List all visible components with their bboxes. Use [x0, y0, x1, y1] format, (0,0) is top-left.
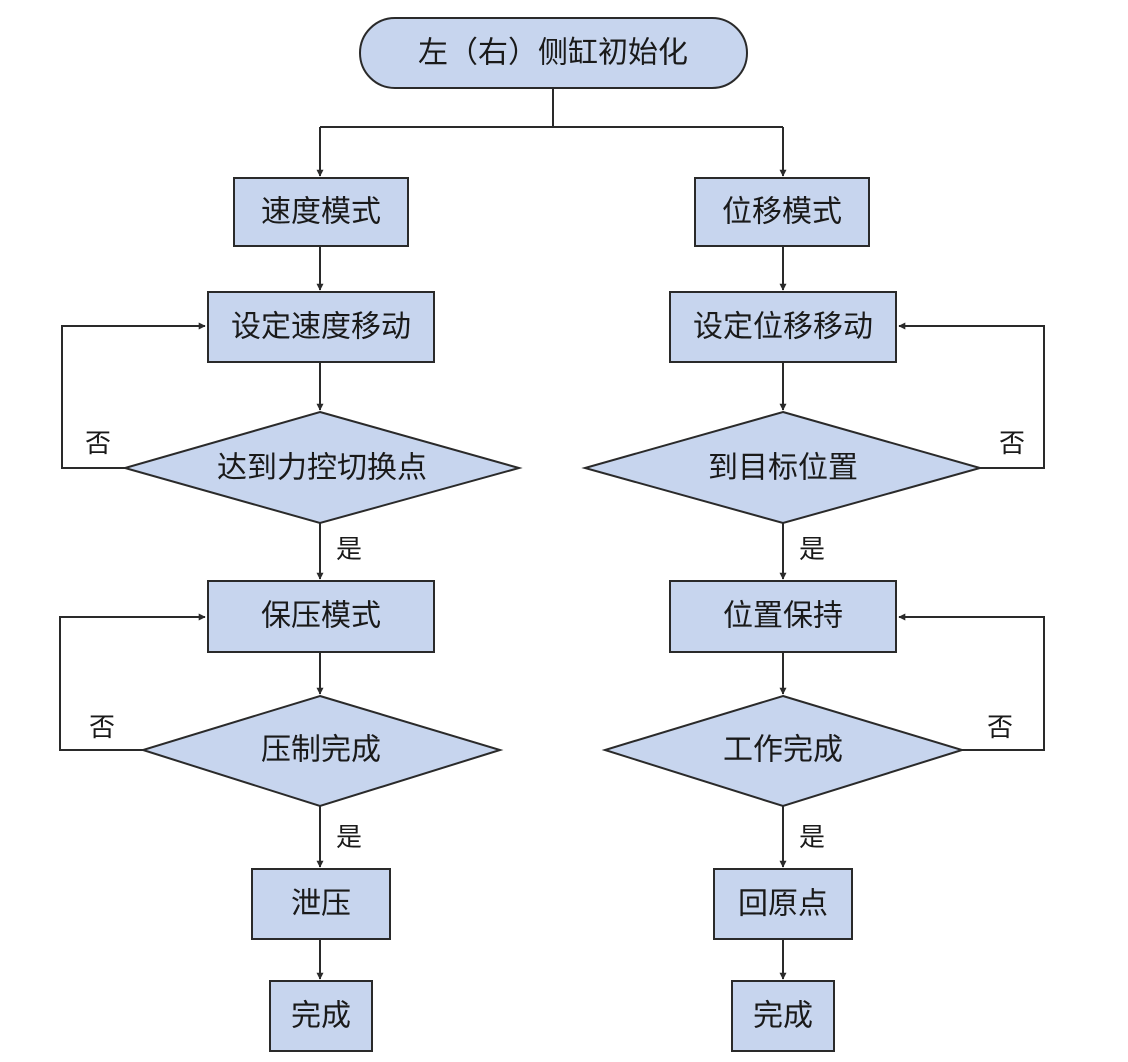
node-done-right: 完成 [731, 980, 835, 1052]
node-displacement-mode-label: 位移模式 [722, 195, 842, 230]
branch-label-no: 否 [999, 429, 1025, 459]
branch-label-no: 否 [987, 713, 1013, 743]
node-position-hold-label: 位置保持 [723, 599, 843, 634]
node-speed-mode: 速度模式 [233, 177, 409, 247]
edge-switch-no-loop [61, 322, 206, 469]
node-press-complete-label: 压制完成 [261, 733, 381, 768]
node-release-pressure: 泄压 [251, 868, 391, 940]
node-return-origin-label: 回原点 [738, 887, 828, 922]
node-position-hold: 位置保持 [669, 580, 897, 653]
node-start-label: 左（右）侧缸初始化 [418, 36, 688, 71]
node-set-displacement-move: 设定位移移动 [669, 291, 897, 363]
node-release-pressure-label: 泄压 [291, 887, 351, 922]
node-done-right-label: 完成 [753, 999, 813, 1034]
node-press-complete: 压制完成 [139, 694, 504, 808]
edge-target-no-loop [898, 322, 1045, 469]
branch-label-yes: 是 [336, 823, 362, 853]
node-start: 左（右）侧缸初始化 [359, 17, 748, 89]
branch-label-yes: 是 [336, 535, 362, 565]
node-done-left-label: 完成 [291, 999, 351, 1034]
node-reach-force-switch-label: 达到力控切换点 [217, 451, 427, 486]
node-work-complete: 工作完成 [601, 694, 966, 808]
node-work-complete-label: 工作完成 [723, 733, 843, 768]
edge-start-split [320, 88, 783, 128]
node-displacement-mode: 位移模式 [694, 177, 870, 247]
branch-label-no: 否 [85, 429, 111, 459]
node-speed-mode-label: 速度模式 [261, 195, 381, 230]
node-reach-target-label: 到目标位置 [708, 451, 858, 486]
node-hold-pressure-mode: 保压模式 [207, 580, 435, 653]
node-hold-pressure-mode-label: 保压模式 [261, 599, 381, 634]
node-set-speed-move: 设定速度移动 [207, 291, 435, 363]
branch-label-no: 否 [89, 713, 115, 743]
node-done-left: 完成 [269, 980, 373, 1052]
node-set-displacement-move-label: 设定位移移动 [693, 310, 873, 345]
node-reach-force-switch: 达到力控切换点 [121, 410, 523, 525]
branch-label-yes: 是 [799, 823, 825, 853]
node-reach-target: 到目标位置 [581, 410, 984, 525]
edge-press-no-loop [59, 613, 206, 751]
node-return-origin: 回原点 [713, 868, 853, 940]
node-set-speed-move-label: 设定速度移动 [231, 310, 411, 345]
edge-work-no-loop [898, 613, 1045, 751]
branch-label-yes: 是 [799, 535, 825, 565]
